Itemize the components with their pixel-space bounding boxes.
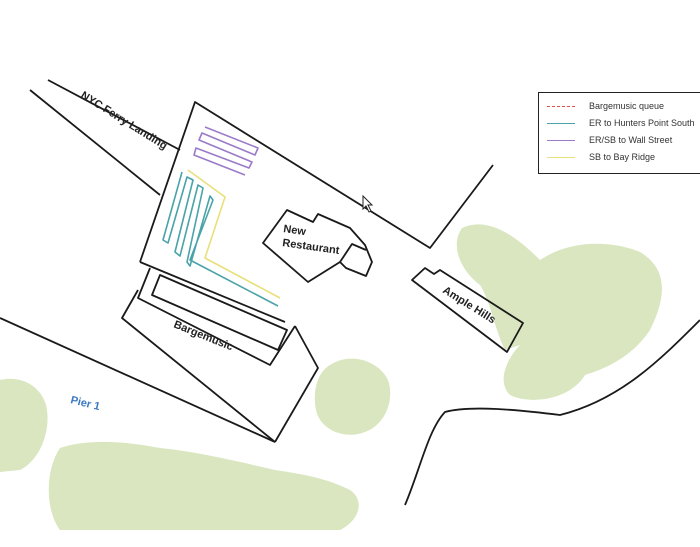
- legend-label: ER to Hunters Point South: [589, 118, 695, 128]
- ferry-pier: [29, 79, 181, 196]
- park-areas: [0, 224, 662, 530]
- restaurant-label-line1: New: [283, 223, 308, 238]
- park-area-bottom: [48, 441, 359, 530]
- queue-hunters-point: [162, 171, 279, 307]
- ample-hills-building: [411, 267, 524, 353]
- road: [404, 319, 700, 506]
- queue-wall-street: [193, 126, 259, 176]
- park-area-center: [314, 358, 391, 435]
- park-area-left: [0, 378, 48, 472]
- legend-item: ER/SB to Wall Street: [547, 133, 672, 147]
- bargemusic-inner: [137, 267, 296, 366]
- restaurant-label-line2: Restaurant: [282, 237, 341, 257]
- legend-item: SB to Bay Ridge: [547, 150, 655, 164]
- outlines: [0, 79, 700, 506]
- mouse-cursor-icon: [362, 194, 374, 213]
- legend-swatch: [547, 156, 575, 158]
- legend-label: SB to Bay Ridge: [589, 152, 656, 162]
- pier-1-label: Pier 1: [69, 394, 101, 413]
- legend-swatch: [547, 139, 575, 141]
- plaza-outline: [139, 101, 494, 263]
- legend-swatch: [547, 105, 575, 107]
- legend-label: Bargemusic queue: [589, 101, 665, 111]
- new-restaurant-building: [262, 209, 373, 283]
- legend-swatch: [547, 122, 575, 124]
- queue-lines: [162, 126, 281, 307]
- map-legend: Bargemusic queue ER to Hunters Point Sou…: [538, 92, 700, 174]
- legend-label: ER/SB to Wall Street: [589, 135, 673, 145]
- shoreline: [0, 317, 276, 443]
- bargemusic-outer: [121, 289, 319, 443]
- queue-bay-ridge: [187, 169, 281, 299]
- ferry-landing-label: NYC Ferry Landing: [78, 89, 169, 152]
- plaza-bottom-edge: [139, 261, 286, 323]
- bargemusic-label: Bargemusic: [172, 319, 235, 354]
- legend-item: Bargemusic queue: [547, 99, 664, 113]
- bargemusic-box: [151, 274, 288, 351]
- park-area-right: [456, 224, 662, 400]
- legend-item: ER to Hunters Point South: [547, 116, 695, 130]
